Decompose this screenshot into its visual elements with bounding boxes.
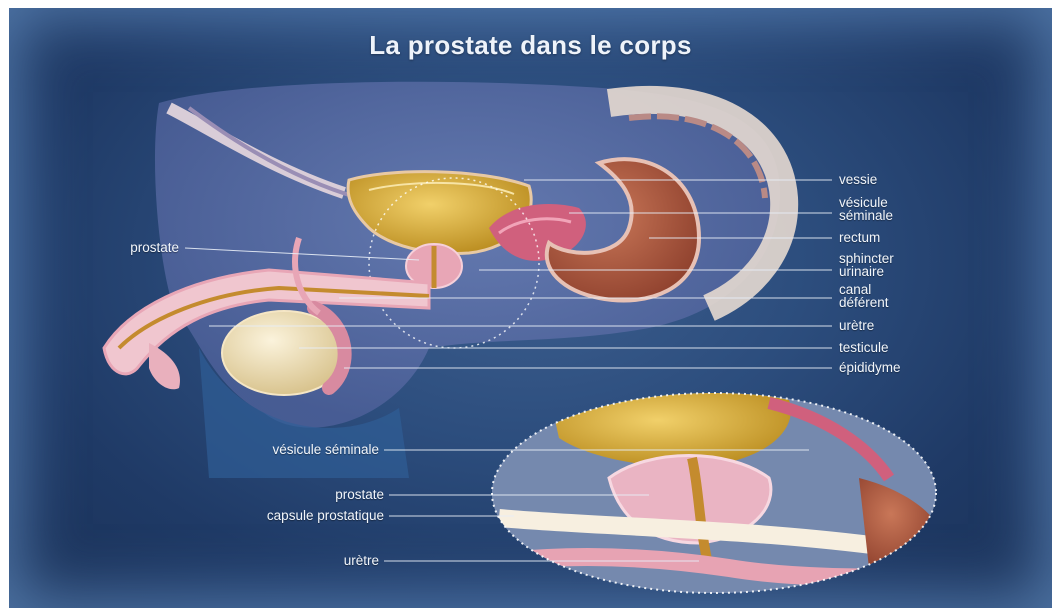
label-canal-deferent: canal déférent bbox=[839, 283, 889, 309]
label-vessie: vessie bbox=[839, 173, 877, 186]
label-sphincter-line2: urinaire bbox=[839, 265, 894, 278]
label-inset-uretre: urètre bbox=[159, 554, 379, 567]
label-epididyme: épididyme bbox=[839, 361, 901, 374]
illustration-panel: La prostate dans le corps vessie vésicul… bbox=[9, 8, 1052, 608]
label-uretre: urètre bbox=[839, 319, 874, 332]
label-canal-line2: déférent bbox=[839, 296, 889, 309]
label-inset-capsule-prostatique: capsule prostatique bbox=[129, 509, 384, 522]
page-title: La prostate dans le corps bbox=[9, 30, 1052, 61]
label-prostate-left: prostate bbox=[79, 241, 179, 254]
label-sphincter-urinaire: sphincter urinaire bbox=[839, 252, 894, 278]
label-vesicule-seminale: vésicule séminale bbox=[839, 196, 893, 222]
label-rectum: rectum bbox=[839, 231, 880, 244]
label-vesicule-line2: séminale bbox=[839, 209, 893, 222]
label-inset-vesicule-seminale: vésicule séminale bbox=[139, 443, 379, 456]
label-inset-prostate: prostate bbox=[159, 488, 384, 501]
inset-magnified-view bbox=[489, 388, 944, 598]
label-testicule: testicule bbox=[839, 341, 889, 354]
